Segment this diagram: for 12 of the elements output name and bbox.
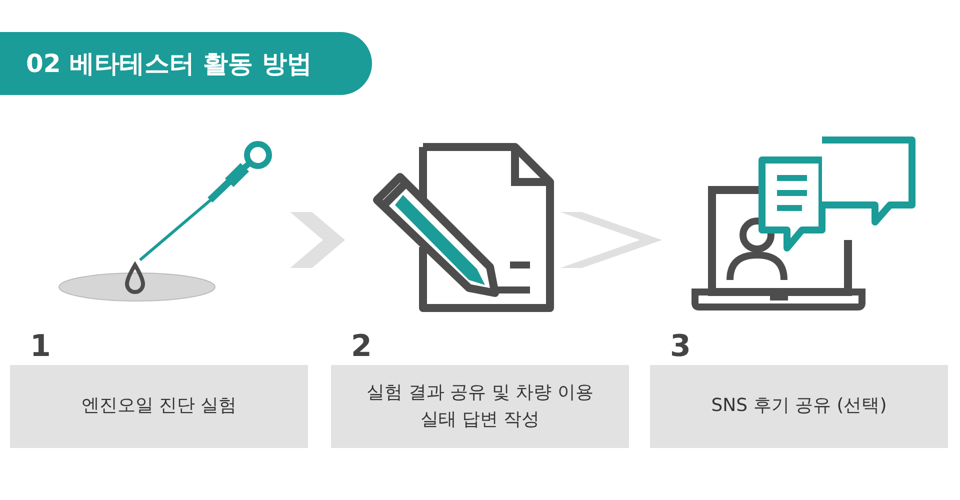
step-number: 3 (670, 332, 691, 362)
step-label: SNS 후기 공유 (선택) (710, 394, 888, 418)
step-number: 1 (30, 332, 51, 362)
chevron-arrow (560, 212, 662, 268)
step-label: 실험 결과 공유 및 차량 이용 실태 답변 작성 (366, 381, 594, 432)
chevron-arrow (290, 212, 345, 268)
step-box (331, 365, 629, 448)
step-label: 엔진오일 진단 실험 (80, 394, 238, 418)
step-box (650, 365, 948, 448)
step-number: 2 (351, 332, 372, 362)
step-box (10, 365, 308, 448)
title-text: 02 베타테스터 활동 방법 (26, 48, 312, 80)
